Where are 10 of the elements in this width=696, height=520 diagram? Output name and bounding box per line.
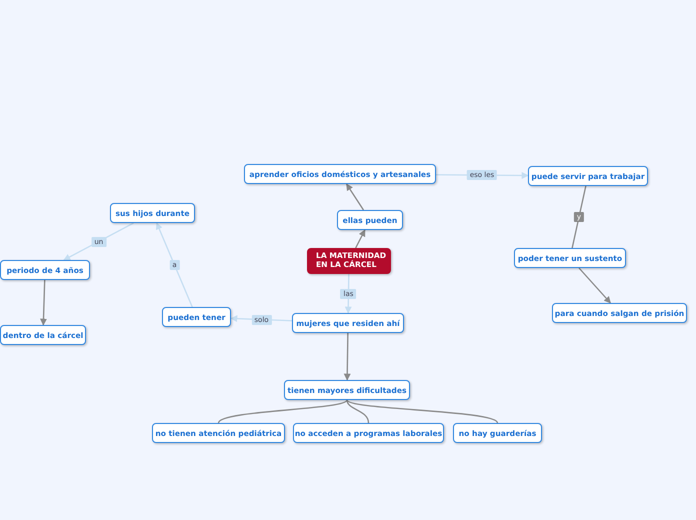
arrow [156, 222, 193, 308]
arrow [578, 268, 611, 304]
arrow [355, 229, 366, 248]
curved-connector [346, 400, 370, 424]
arrow [346, 183, 364, 210]
curved-connector [218, 400, 348, 424]
arrow [63, 222, 134, 261]
arrow [344, 333, 351, 381]
curved-connector [346, 399, 498, 424]
arrow [40, 280, 47, 326]
